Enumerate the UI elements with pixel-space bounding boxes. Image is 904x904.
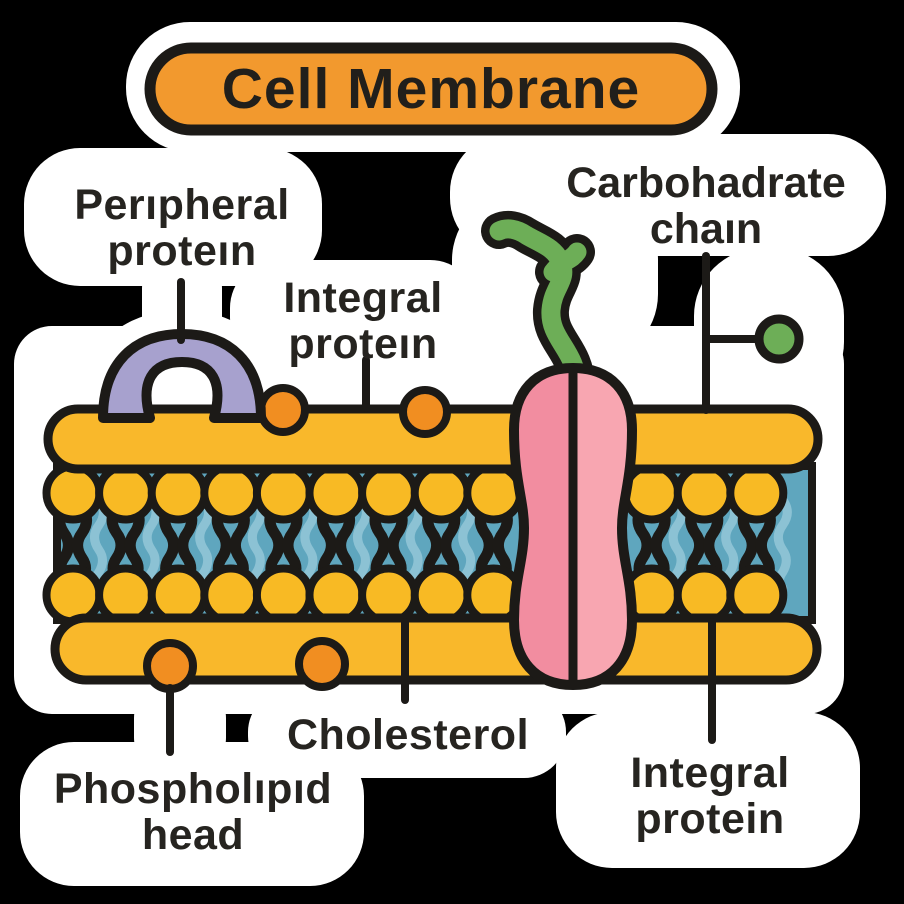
phospholipid-head-circle: [200, 462, 262, 524]
label-cholesterol: Cholesterol: [286, 711, 530, 759]
phospholipid-head-circle: [42, 462, 104, 524]
phospholipid-head-circle: [95, 462, 157, 524]
phospholipid-head-circle: [147, 462, 209, 524]
cholesterol-molecule-top-left: [257, 384, 309, 436]
page-title: Cell Membrane: [221, 57, 641, 121]
label-peripheral-protein: Perıpheral proteın: [74, 181, 290, 275]
peripheral-label-blob: [24, 148, 322, 286]
phospholipid-head-circle: [305, 462, 367, 524]
cholesterol-molecule-bottom: [295, 637, 349, 691]
phospholipid-head-circle: [358, 462, 420, 524]
label-carbohydrate-chain: Carbohadrate chaın: [566, 159, 846, 253]
integral-protein-shape: [508, 362, 638, 691]
label-integral-protein-bottom: Integral protein: [630, 749, 790, 843]
phospholipid-label-blob: [20, 742, 364, 886]
phospholipid-head-marker: [143, 639, 197, 693]
phospholipid-head-circle: [726, 462, 788, 524]
title-banner: [144, 42, 718, 136]
phospholipid-head-circle: [410, 462, 472, 524]
integral-bottom-label-blob: [556, 712, 860, 868]
cholesterol-molecule-top-right: [399, 386, 451, 438]
peripheral-protein-shape: [98, 329, 266, 423]
phospholipid-head-circle: [252, 462, 314, 524]
carbohydrate-chain-shape: [481, 210, 595, 404]
phospholipid-head-circle: [673, 462, 735, 524]
label-phospholipid-head: Phospholıpıd head: [53, 765, 333, 859]
label-integral-protein-top: Integral proteın: [283, 274, 443, 368]
carbohydrate-monomer-circle: [754, 314, 804, 364]
